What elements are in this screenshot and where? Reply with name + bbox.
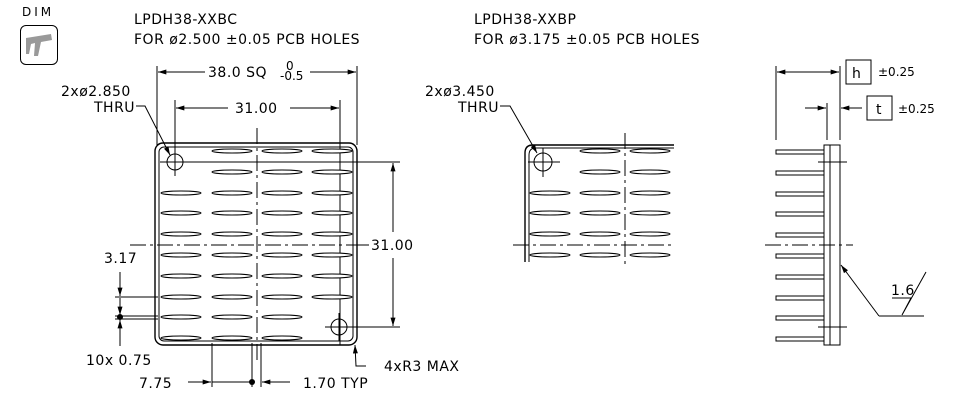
overall-dim-text: 38.0 SQ	[208, 65, 267, 81]
offset-dim-text: 7.75	[139, 376, 172, 392]
surface-finish-value: 1.6	[891, 283, 915, 299]
dim-tool-label: DIM	[22, 5, 55, 19]
left-pcb-note: FOR ø2.500 ±0.05 PCB HOLES	[134, 32, 360, 48]
fin-thickness-text: 10x 0.75	[86, 353, 152, 369]
overall-dimension: 38.0 SQ 0 -0.5	[156, 59, 358, 145]
height-symbol: h	[852, 66, 861, 82]
mounting-hole-bottom-right	[325, 313, 400, 341]
caliper-icon	[26, 34, 52, 56]
hole-spacing-vertical: 31.00	[360, 162, 414, 326]
middle-hole-callout-line1: 2xø3.450	[425, 84, 495, 100]
fin-pitch-text: 3.17	[104, 251, 137, 267]
middle-part-number: LPDH38-XXBP	[474, 12, 576, 28]
middle-hole-callout: 2xø3.450 THRU	[425, 84, 538, 154]
side-view: h ±0.25 t ±0.25 1	[765, 59, 935, 346]
gap-dim-text: 1.70 TYP	[303, 376, 368, 392]
overall-tol-upper: 0	[286, 59, 294, 73]
middle-pcb-note: FOR ø3.175 ±0.05 PCB HOLES	[474, 32, 700, 48]
middle-hole-callout-line2: THRU	[457, 100, 499, 116]
hole-spacing-v-text: 31.00	[371, 238, 414, 254]
fin-offset-dimension: 7.75 1.70 TYP	[139, 343, 368, 392]
thickness-tol: ±0.25	[898, 102, 935, 116]
height-symbol-box	[845, 59, 872, 85]
corner-radius-callout: 4xR3 MAX	[352, 344, 460, 375]
dim-tool-button[interactable]	[20, 25, 58, 65]
left-hole-callout-line1: 2xø2.850	[61, 84, 131, 100]
hole-spacing-h-text: 31.00	[235, 101, 278, 117]
heatsink-partial-view	[513, 133, 674, 265]
height-tol: ±0.25	[878, 65, 915, 79]
overall-tol-lower: -0.5	[280, 69, 303, 83]
left-hole-callout-line2: THRU	[93, 100, 135, 116]
thickness-symbol: t	[876, 102, 882, 118]
hole-spacing-horizontal: 31.00	[174, 100, 341, 345]
fin-pitch-dimension: 3.17 10x 0.75	[86, 251, 158, 369]
heatsink-plate-top-view	[154, 142, 358, 346]
fin-grid-left	[160, 148, 353, 341]
left-hole-callout: 2xø2.850 THRU	[61, 84, 171, 156]
corner-radius-text: 4xR3 MAX	[384, 359, 460, 375]
mounting-hole-top-left	[160, 148, 400, 176]
thickness-symbol-box	[866, 95, 893, 121]
left-part-number: LPDH38-XXBC	[134, 12, 238, 28]
